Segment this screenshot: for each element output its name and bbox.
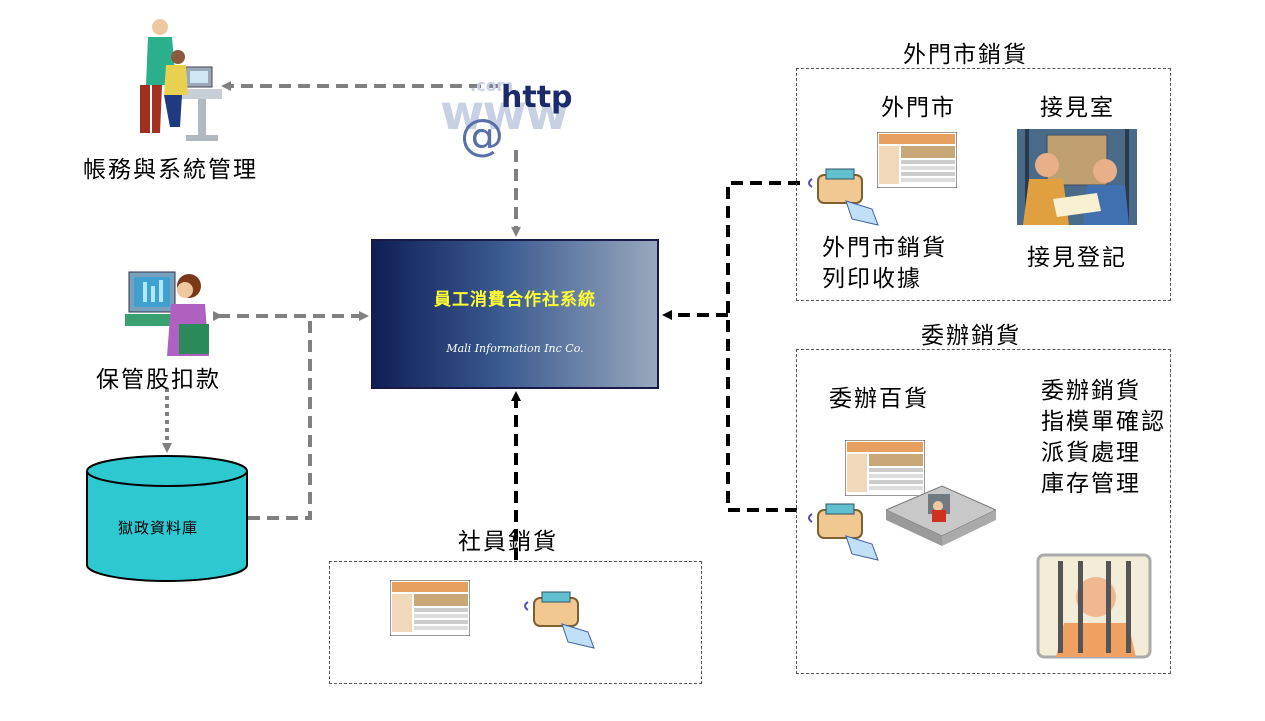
http-com-watermark: .com <box>470 76 514 95</box>
consign-office-cubicle-icon <box>886 485 996 546</box>
custody-label: 保管股扣款 <box>96 367 221 393</box>
http-at-symbol: @ <box>460 110 504 161</box>
consign-task-inventory: 庫存管理 <box>1041 471 1141 497</box>
consign-task-fingerprint: 指模單確認 <box>1041 409 1166 435</box>
outside-store-task-receipt: 列印收據 <box>822 266 922 292</box>
consign-sales-box <box>796 349 1171 674</box>
consign-printer-icon <box>808 503 879 561</box>
visit-room-scene-icon <box>1017 129 1137 225</box>
http-text: http <box>501 80 573 115</box>
outside-store-task-sales: 外門市銷貨 <box>822 235 947 261</box>
outside-sales-box <box>796 68 1171 301</box>
database-to-central-line <box>248 316 312 520</box>
central-system-title: 員工消費合作社系統 <box>434 290 596 310</box>
central-system-subtitle: Mali Information Inc Co. <box>446 342 584 355</box>
consign-task-dispatch: 派貨處理 <box>1041 440 1141 466</box>
outside-store-screen-icon <box>877 132 957 188</box>
consign-sales-title: 委辦銷貨 <box>921 323 1021 349</box>
outside-store-tasks: 外門市銷貨 列印收據 <box>822 233 947 295</box>
outside-sales-title: 外門市銷貨 <box>903 42 1028 68</box>
member-sales-box <box>329 561 702 684</box>
database-cylinder-icon <box>86 455 248 582</box>
consign-store-screen-icon <box>845 440 925 496</box>
prisoner-behind-bars-icon <box>1036 553 1152 659</box>
visit-registration-label: 接見登記 <box>1027 245 1127 271</box>
database-label: 獄政資料庫 <box>118 519 199 537</box>
consign-store-label: 委辦百貨 <box>829 386 929 412</box>
custody-clerk-computer-icon <box>125 271 209 356</box>
visit-room-label: 接見室 <box>1040 95 1115 121</box>
outside-store-label: 外門市 <box>881 95 956 121</box>
http-www-watermark: www <box>440 85 569 141</box>
outside-store-printer-icon <box>808 168 879 226</box>
member-sales-printer-icon <box>524 591 595 649</box>
outside-sales-branch-line <box>726 181 800 512</box>
member-sales-screen-icon <box>390 580 470 636</box>
consign-task-sales: 委辦銷貨 <box>1041 378 1141 404</box>
consign-tasks: 委辦銷貨 指模單確認 派貨處理 庫存管理 <box>1041 376 1166 500</box>
member-sales-title: 社員銷貨 <box>458 529 558 555</box>
admin-computer-users-icon <box>140 19 222 141</box>
admin-label: 帳務與系統管理 <box>83 157 258 183</box>
central-system-box: 員工消費合作社系統 Mali Information Inc Co. <box>371 239 659 389</box>
